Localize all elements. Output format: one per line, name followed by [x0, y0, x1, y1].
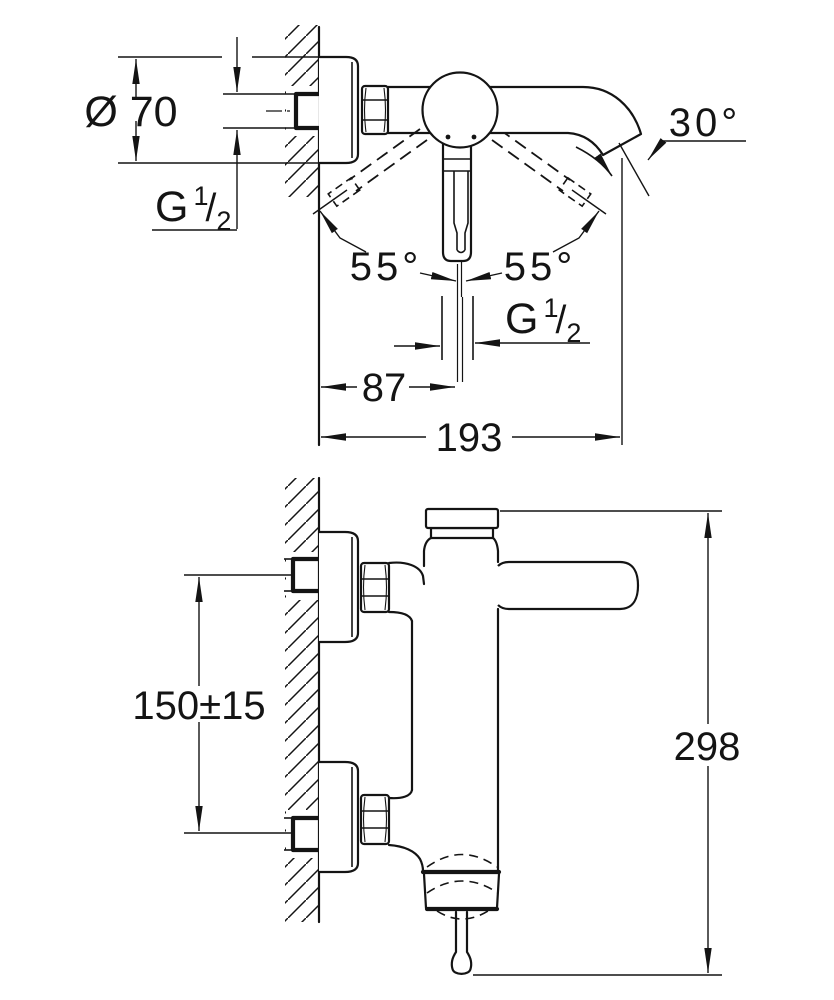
lever-handle-side	[497, 560, 640, 611]
spout-cup-side	[422, 872, 428, 910]
hex-nut-chamfer	[362, 796, 388, 843]
upper-union-cone	[387, 561, 426, 623]
dimension-swing-left: 55°	[312, 189, 423, 289]
lower-union-cone	[387, 788, 425, 873]
dimension-wall-to-spout-tip: 193	[321, 416, 620, 460]
lever-swing-left-dashed	[327, 128, 428, 208]
swing-right-label: 55°	[504, 245, 577, 289]
cartridge-ring	[429, 526, 495, 540]
water-outlet-drop	[450, 910, 473, 975]
wall-to-center-label: 87	[362, 366, 407, 410]
hidden-aerator-arc	[426, 853, 498, 868]
dimension-overall-height: 298	[473, 510, 741, 976]
dimension-inlet-spacing: 150±15	[132, 577, 266, 831]
spout-face-reference-line	[618, 142, 650, 197]
hidden-aerator-arc	[426, 880, 499, 894]
inlet-spacing-label: 150±15	[132, 684, 265, 728]
side-view: 150±15 298	[132, 476, 741, 976]
overall-height-label: 298	[674, 725, 741, 769]
lower-pipe-head	[290, 815, 323, 853]
lever-grip-contour	[453, 171, 469, 254]
wall-to-spout-tip-label: 193	[436, 416, 503, 460]
cartridge-cap	[424, 507, 500, 530]
lever-handle-top	[441, 144, 473, 263]
dimension-swing-right: 55°	[504, 189, 607, 289]
hidden-aerator-arc	[436, 910, 489, 920]
upper-flange	[319, 530, 360, 644]
swing-left-label: 55°	[350, 245, 423, 289]
lower-hex-nut	[359, 793, 391, 846]
upper-pipe-head	[290, 556, 323, 594]
pipe-thread-head	[293, 91, 324, 131]
lever-swing-right-dashed	[491, 128, 592, 208]
hex-nut-chamfer	[363, 87, 387, 133]
dimension-spout-angle: 30°	[647, 101, 746, 161]
upper-hex-nut	[359, 561, 391, 614]
hex-nut	[360, 84, 390, 136]
body-shoulder-left	[422, 536, 433, 568]
spout-cup-side	[495, 872, 501, 910]
hex-nut-chamfer	[362, 564, 388, 611]
flange-diameter-label: Ø 70	[84, 88, 177, 136]
lower-flange	[319, 760, 360, 874]
spout-angle-label: 30°	[669, 101, 742, 145]
body-right-edge	[491, 536, 500, 873]
swivel-arrow	[575, 146, 613, 177]
dimension-wall-to-center: 87	[321, 366, 455, 410]
wall-flange	[319, 55, 360, 165]
swing-vertex-arrows	[419, 271, 503, 282]
dimension-flange-diameter: Ø 70	[84, 56, 319, 164]
cartridge-housing-circle	[421, 71, 499, 149]
screw-dot	[471, 134, 477, 140]
screw-dot	[445, 134, 451, 140]
